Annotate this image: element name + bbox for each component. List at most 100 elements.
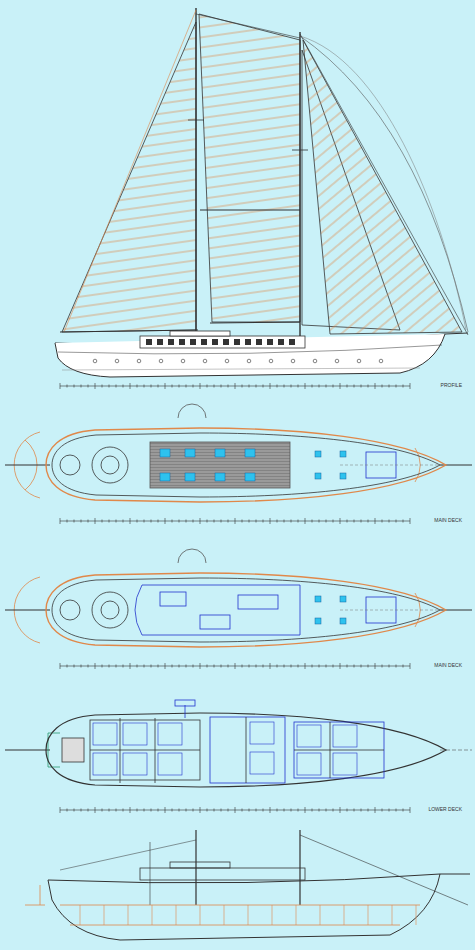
scale-bars: [382, 385, 383, 388]
scale-bars: [109, 385, 110, 388]
scale-bars: [375, 807, 376, 813]
scale-bars: [242, 520, 243, 523]
deckhouse-windows: [212, 339, 218, 345]
scale-bars: [151, 520, 152, 523]
deck-plan: [178, 549, 206, 563]
deck-plan: [60, 600, 80, 620]
frame-lines: [296, 905, 297, 925]
scale-bars: [326, 520, 327, 523]
scale-bars: [109, 665, 110, 668]
scale-bars: [263, 809, 264, 812]
skylights: [215, 449, 225, 457]
cabin-berths: [333, 725, 357, 747]
deckhouse-windows: [278, 339, 284, 345]
scale-bars: [389, 665, 390, 668]
scale-bars: [396, 809, 397, 812]
frame-lines: [272, 905, 273, 925]
scale-bars: [277, 665, 278, 668]
sail-profile: [62, 368, 420, 370]
scale-bars: [95, 518, 96, 524]
scale-bars: [319, 385, 320, 388]
scale-bars: [123, 665, 124, 668]
frame-lines: [320, 905, 321, 925]
frame-lines: [392, 905, 393, 925]
skylights: [315, 596, 346, 624]
scale-bars: [151, 665, 152, 668]
inboard-profile: [299, 830, 300, 905]
lower-deck-plan: [210, 717, 285, 783]
scale-bars: [347, 809, 348, 812]
lower-deck-plan: [294, 750, 384, 751]
deckhouse-windows: [267, 339, 273, 345]
scale-bars: [95, 807, 96, 813]
scale-bars: [403, 520, 404, 523]
scale-bars: [165, 383, 166, 389]
scale-bars: [81, 665, 82, 668]
scale-bars: [410, 663, 411, 669]
lower-deck-plan: [294, 722, 384, 778]
scale-bars: [333, 809, 334, 812]
lower-deck-plan: [90, 750, 200, 751]
scale-bars: [88, 809, 89, 812]
scale-bars: [340, 383, 341, 389]
scale-bars: [382, 809, 383, 812]
deck-plan: [5, 404, 472, 502]
scale-bars: [312, 809, 313, 812]
frame-lines: [224, 905, 225, 925]
scale-bars: [382, 520, 383, 523]
scale-bars: [263, 385, 264, 388]
scale-bars: [200, 383, 201, 389]
deckhouse-windows: [289, 339, 295, 345]
scale-bars: [151, 809, 152, 812]
frame-lines: [152, 905, 153, 925]
scale-bars: [172, 665, 173, 668]
scale-bars: [326, 809, 327, 812]
scale-bars: [361, 385, 362, 388]
skylights: [340, 473, 346, 479]
scale-bars: [396, 385, 397, 388]
scale-bars: [298, 665, 299, 668]
frame-lines: [128, 905, 129, 925]
scale-bars: [165, 518, 166, 524]
frame-lines: [344, 905, 345, 925]
scale-bars: [60, 663, 61, 669]
scale-bars: [368, 385, 369, 388]
cabin-berths: [123, 723, 147, 745]
scale-bars: [228, 665, 229, 668]
lower-deck-plan: [48, 733, 60, 767]
scale-bars: [67, 809, 68, 812]
cabin-berths: [250, 752, 274, 774]
scale-bars: [249, 809, 250, 812]
sail-profile: [199, 14, 300, 322]
scale-bars: [102, 520, 103, 523]
inboard-profile: [48, 874, 440, 940]
scale-bars: [151, 385, 152, 388]
scale-bars: [207, 665, 208, 668]
scale-bars: [144, 520, 145, 523]
sail-profile: [292, 150, 308, 151]
portholes: [203, 359, 207, 363]
scale-bars: [88, 665, 89, 668]
skylights: [340, 618, 346, 624]
deckhouse-windows: [245, 339, 251, 345]
deckhouse-windows: [234, 339, 240, 345]
skylights: [160, 449, 170, 457]
scale-bars: [186, 809, 187, 812]
inboard-profile: [195, 830, 196, 905]
scale-bars: [242, 385, 243, 388]
scale-bars: [88, 385, 89, 388]
scale-bars: [130, 383, 131, 389]
scale-bars: [214, 665, 215, 668]
lower-deck-plan: [246, 717, 247, 783]
scale-bars: [137, 809, 138, 812]
deckhouse-windows: [256, 339, 262, 345]
scale-bars: [200, 663, 201, 669]
scale-bars: [270, 518, 271, 524]
scale-bars: [263, 665, 264, 668]
scale-bars: [375, 383, 376, 389]
scale-bars: [214, 385, 215, 388]
scale-bars: [172, 385, 173, 388]
frame-lines: [200, 905, 201, 925]
scale-bars: [221, 809, 222, 812]
scale-bars: [270, 383, 271, 389]
